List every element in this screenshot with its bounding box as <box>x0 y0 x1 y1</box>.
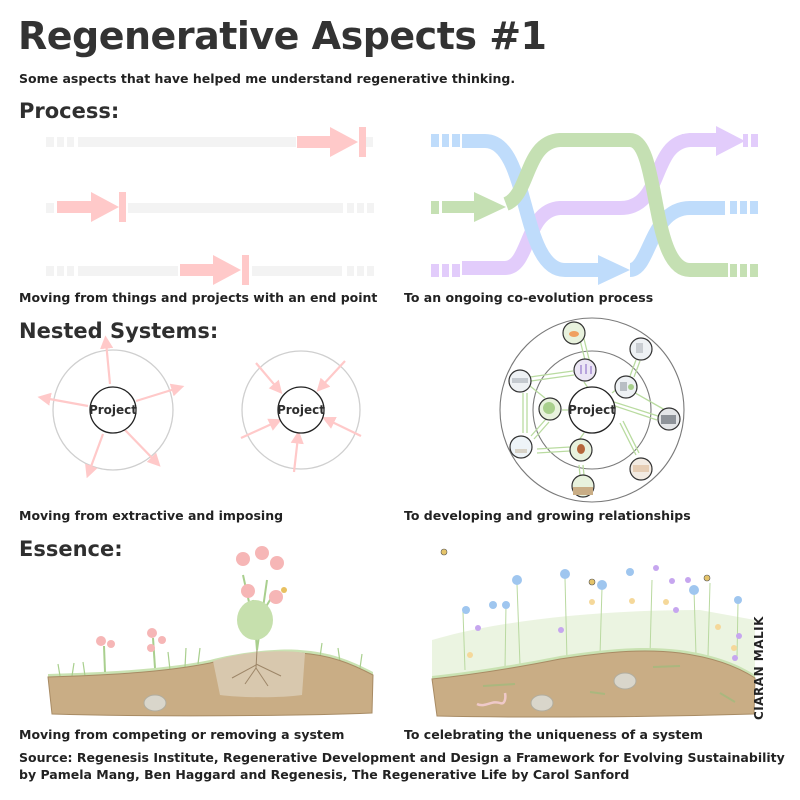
project-label: Project <box>89 403 137 417</box>
roots <box>482 665 736 703</box>
uniqueness-system-illustration <box>431 548 756 718</box>
relationship-nodes <box>508 321 681 498</box>
imposing-diagram: Project <box>240 350 362 473</box>
stop-bar-1 <box>359 127 366 157</box>
relationship-links <box>522 334 666 476</box>
arrow-blue <box>566 255 630 285</box>
caption-essence-left: Moving from competing or removing a syst… <box>19 727 345 742</box>
track-row-3 <box>46 255 374 285</box>
extractive-diagram: Project <box>37 335 185 479</box>
node-historic-building <box>629 457 653 481</box>
outer-system-circle <box>499 317 685 503</box>
inner-system-circle <box>532 350 652 470</box>
cleared-soil-patch <box>213 651 305 698</box>
node-lavender <box>573 358 597 382</box>
small-rose-1 <box>96 636 115 673</box>
node-office <box>614 375 638 399</box>
source-citation: Source: Regenesis Institute, Regenerativ… <box>19 750 785 782</box>
arrow-green <box>442 192 506 222</box>
coevolution-process-illustration <box>431 126 758 285</box>
end-arrow-1 <box>297 127 358 157</box>
system-boundary-circle <box>241 350 361 470</box>
project-node <box>277 386 325 434</box>
caption-process-left: Moving from things and projects with an … <box>19 290 378 305</box>
track-row-2 <box>46 192 374 222</box>
artist-credit: CIARAN MALIK <box>752 616 766 720</box>
stream-starts <box>431 134 460 277</box>
meadow-stems <box>462 577 739 671</box>
small-rose-2 <box>147 628 166 669</box>
caption-essence-right: To celebrating the uniqueness of a syste… <box>404 727 703 742</box>
project-label: Project <box>277 403 325 417</box>
worm <box>476 692 507 707</box>
stone <box>143 694 167 712</box>
bee-icons <box>440 548 711 586</box>
linear-process-illustration <box>46 127 374 285</box>
competing-system-illustration <box>47 546 374 717</box>
section-heading-nested-systems: Nested Systems: <box>19 319 219 343</box>
project-label: Project <box>568 403 616 417</box>
purple-flowers <box>475 565 742 661</box>
caption-nested-right: To developing and growing relationships <box>404 508 691 523</box>
section-heading-essence: Essence: <box>19 537 123 561</box>
node-fountain <box>509 435 533 459</box>
node-city-buildings <box>629 337 653 361</box>
yellow-flowers <box>467 598 737 658</box>
section-heading-process: Process: <box>19 99 120 123</box>
stop-bar-3 <box>242 255 249 285</box>
node-grassland <box>571 474 595 498</box>
node-factory <box>657 407 681 431</box>
soil <box>431 650 756 718</box>
node-trees <box>538 397 562 421</box>
blue-flowers <box>462 568 742 614</box>
node-fox <box>562 321 586 345</box>
caption-process-right: To an ongoing co-evolution process <box>404 290 654 305</box>
stone <box>613 672 637 690</box>
page-subtitle: Some aspects that have helped me underst… <box>19 71 516 86</box>
end-arrow-2 <box>57 192 119 222</box>
stone <box>530 694 554 712</box>
stream-blue <box>462 134 598 277</box>
project-node <box>568 386 616 434</box>
rose-bush <box>236 546 287 651</box>
stream-purple <box>462 133 720 275</box>
node-robin <box>569 438 593 462</box>
system-boundary-circle <box>52 349 174 471</box>
roots <box>231 649 282 687</box>
arrow-purple <box>682 126 745 156</box>
stream-ends <box>730 134 758 277</box>
relationships-diagram: Project <box>499 317 685 503</box>
stop-bar-2 <box>119 192 126 222</box>
node-bus <box>508 369 532 393</box>
end-arrow-3 <box>180 255 241 285</box>
stream-green <box>502 133 728 277</box>
project-node <box>89 386 137 434</box>
track-row-1 <box>46 127 373 157</box>
caption-nested-left: Moving from extractive and imposing <box>19 508 284 523</box>
page-title: Regenerative Aspects #1 <box>18 14 547 58</box>
